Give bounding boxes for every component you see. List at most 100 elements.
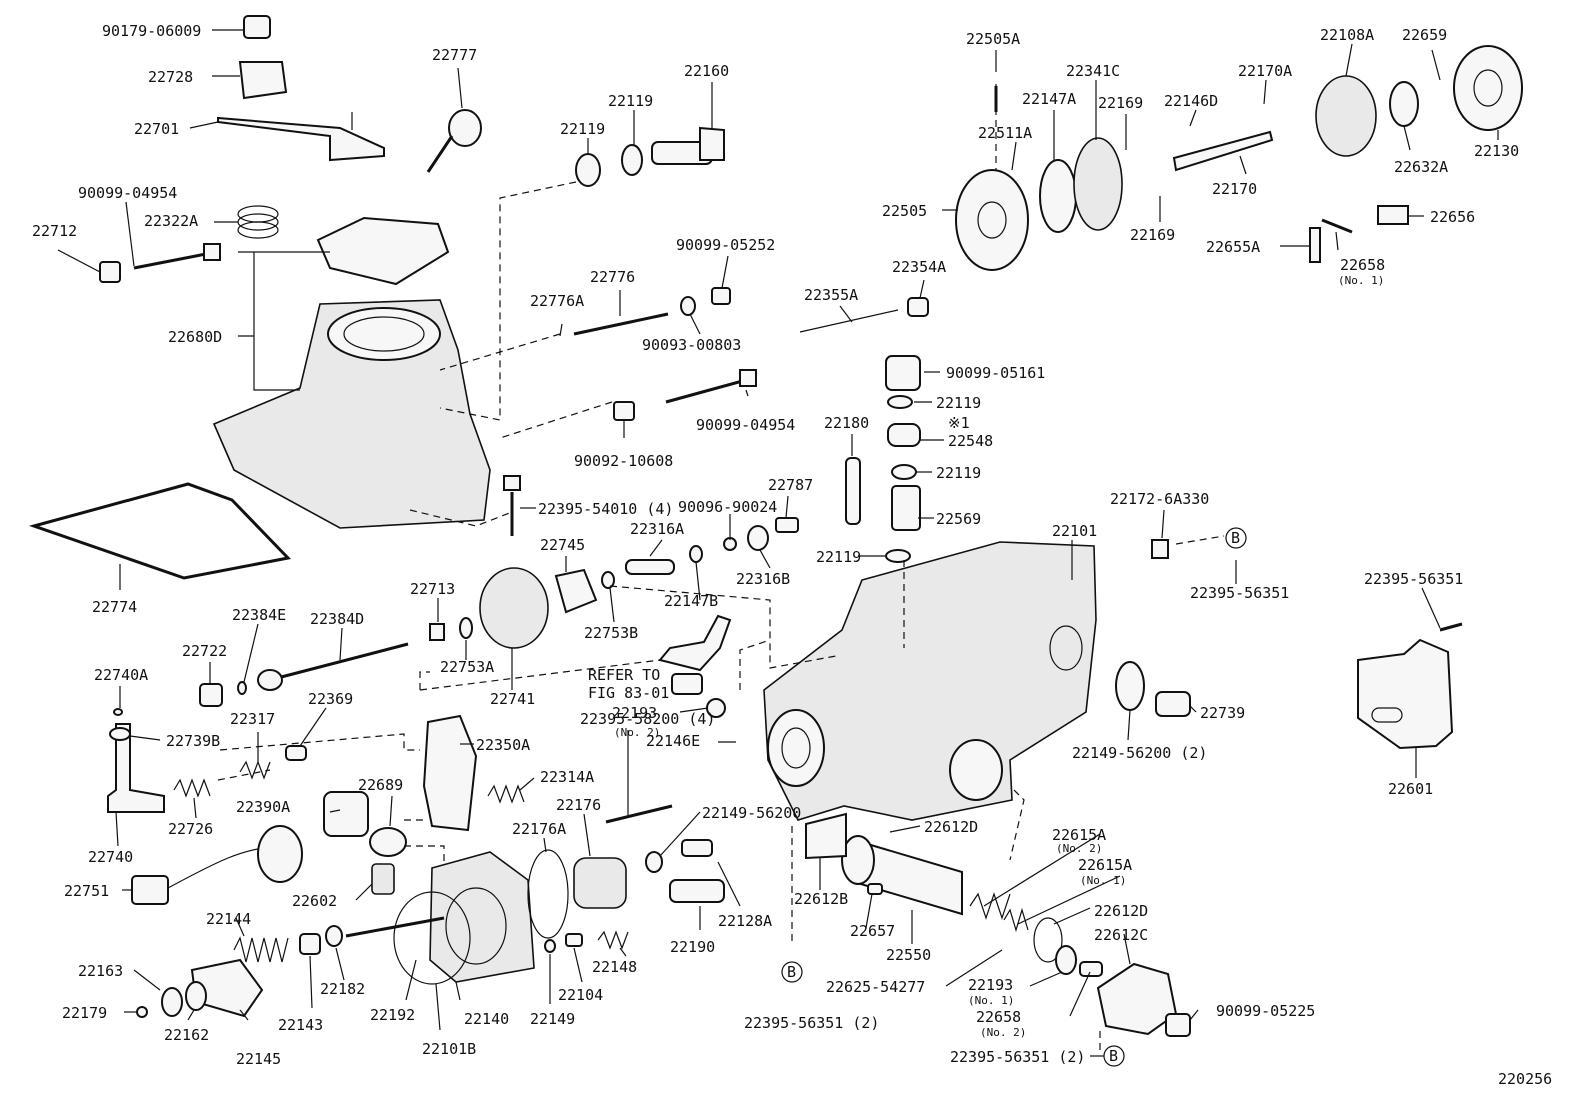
part-spring-22615A-1 xyxy=(1003,907,1029,933)
b-marker-label: B xyxy=(1109,1047,1118,1065)
part-banjo-22548 xyxy=(887,423,921,447)
part-solenoid-22390A xyxy=(323,791,369,837)
part-label: 22384E xyxy=(232,606,286,624)
part-bolt-90099-04954 xyxy=(133,252,207,270)
notes: REFER TO FIG 83-01 (No. 1) (No. 2) (No. … xyxy=(588,274,1552,1088)
part-spring-22322A xyxy=(237,205,279,239)
part-label: 90093-00803 xyxy=(642,336,741,354)
part-plate-22612B xyxy=(805,812,847,860)
part-label: 22101 xyxy=(1052,522,1097,540)
part-label: 90099-05161 xyxy=(946,364,1045,382)
part-shaft-22170 xyxy=(1172,130,1274,172)
part-washer-22753A xyxy=(459,617,473,639)
part-label: 22787 xyxy=(768,476,813,494)
part-label: 22147B xyxy=(664,592,718,610)
part-label: 22193 xyxy=(968,976,1013,994)
part-nut-90099-05225 xyxy=(1165,1013,1191,1037)
part-valve-22190 xyxy=(669,879,725,903)
part-filter-22602 xyxy=(371,863,395,895)
part-label: 22728 xyxy=(148,68,193,86)
part-label: 22149-56200 (2) xyxy=(1072,744,1207,762)
part-oring-22176A xyxy=(527,849,569,939)
part-valve-22180 xyxy=(845,457,861,525)
part-gasket-22774 xyxy=(28,482,292,580)
part-label: 22119 xyxy=(816,548,861,566)
part-bolt-22128A xyxy=(681,839,713,857)
part-valve-22740 xyxy=(107,723,165,813)
part-plunger-22192 xyxy=(345,916,445,938)
part-label: 22317 xyxy=(230,710,275,728)
part-label: 22130 xyxy=(1474,142,1519,160)
part-label: 22119 xyxy=(560,120,605,138)
part-cushion-22632A xyxy=(1389,81,1419,127)
part-spring-22314A xyxy=(487,784,525,804)
part-label: 22354A xyxy=(892,258,946,276)
part-spring-22144 xyxy=(233,936,289,963)
b-marker-label: B xyxy=(787,963,796,981)
part-label: 22395-56351 (2) xyxy=(950,1048,1085,1066)
part-label: 22739 xyxy=(1200,704,1245,722)
part-label: 22395-56351 (2) xyxy=(744,1014,879,1032)
refer-note-line-2: FIG 83-01 xyxy=(588,684,669,702)
part-label: 22511A xyxy=(978,124,1032,142)
part-label: 22739B xyxy=(166,732,220,750)
part-label: 22612B xyxy=(794,890,848,908)
part-label: 22612C xyxy=(1094,926,1148,944)
part-label: 22632A xyxy=(1394,158,1448,176)
part-clip-22656 xyxy=(1377,205,1409,225)
part-label: 22722 xyxy=(182,642,227,660)
part-label: 22753B xyxy=(584,624,638,642)
part-label: 22776A xyxy=(530,292,584,310)
part-label: 22390A xyxy=(236,798,290,816)
part-label: 22395-58200 (4) xyxy=(580,710,715,728)
part-shaft-22384D xyxy=(261,642,409,684)
part-label: 22601 xyxy=(1388,780,1433,798)
part-gear-22108A xyxy=(1315,75,1377,157)
part-lever-22777 xyxy=(426,109,482,173)
part-ring-22384E xyxy=(237,681,247,695)
part-bolt-22160 xyxy=(651,126,725,165)
part-bush-22316B xyxy=(747,525,769,551)
part-label: 90099-04954 xyxy=(696,416,795,434)
part-label: 22548 xyxy=(948,432,993,450)
part-ring-22740A xyxy=(113,708,123,716)
part-label: 22657 xyxy=(850,922,895,940)
part-ring-22163 xyxy=(161,987,183,1017)
part-label: 22176A xyxy=(512,820,566,838)
part-label: 22355A xyxy=(804,286,858,304)
part-ring-22739B xyxy=(109,727,131,741)
part-label: 90099-05225 xyxy=(1216,1002,1315,1020)
part-label: 22569 xyxy=(936,510,981,528)
dashed-guides xyxy=(217,84,1225,1050)
part-label: 22119 xyxy=(608,92,653,110)
part-nut-22722 xyxy=(199,683,223,707)
part-washer-22149-56200 xyxy=(645,851,663,873)
part-label: 22149-56200 xyxy=(702,804,801,822)
part-fitting-refer xyxy=(658,614,732,672)
parts-artwork xyxy=(28,15,1523,1067)
part-pin-22179 xyxy=(136,1006,148,1018)
part-oring-22101B xyxy=(393,891,471,985)
part-spring-22726 xyxy=(173,778,211,798)
part-label: 22395-54010 (4) xyxy=(538,500,673,518)
part-gear-22741 xyxy=(479,567,549,649)
part-label: 22615A xyxy=(1052,826,1106,844)
part-label: 22712 xyxy=(32,222,77,240)
part-label: 22170A xyxy=(1238,62,1292,80)
part-label: 22751 xyxy=(64,882,109,900)
part-label: 22119 xyxy=(936,394,981,412)
part-nut-90092 xyxy=(613,401,635,421)
diagram-id: 220256 xyxy=(1498,1070,1552,1088)
part-label: 22350A xyxy=(476,736,530,754)
part-valve-22569 xyxy=(891,485,921,531)
part-label: 22369 xyxy=(308,690,353,708)
part-label: 22179 xyxy=(62,1004,107,1022)
part-piston-22176 xyxy=(573,857,627,909)
part-label: 22101B xyxy=(422,1040,476,1058)
part-label: 22505A xyxy=(966,30,1020,48)
part-label: 22740A xyxy=(94,666,148,684)
sub-note: (No. 1) xyxy=(1080,874,1126,887)
part-label: 22169 xyxy=(1098,94,1143,112)
part-spring-22615A-2 xyxy=(969,892,1011,920)
part-label: 22144 xyxy=(206,910,251,928)
